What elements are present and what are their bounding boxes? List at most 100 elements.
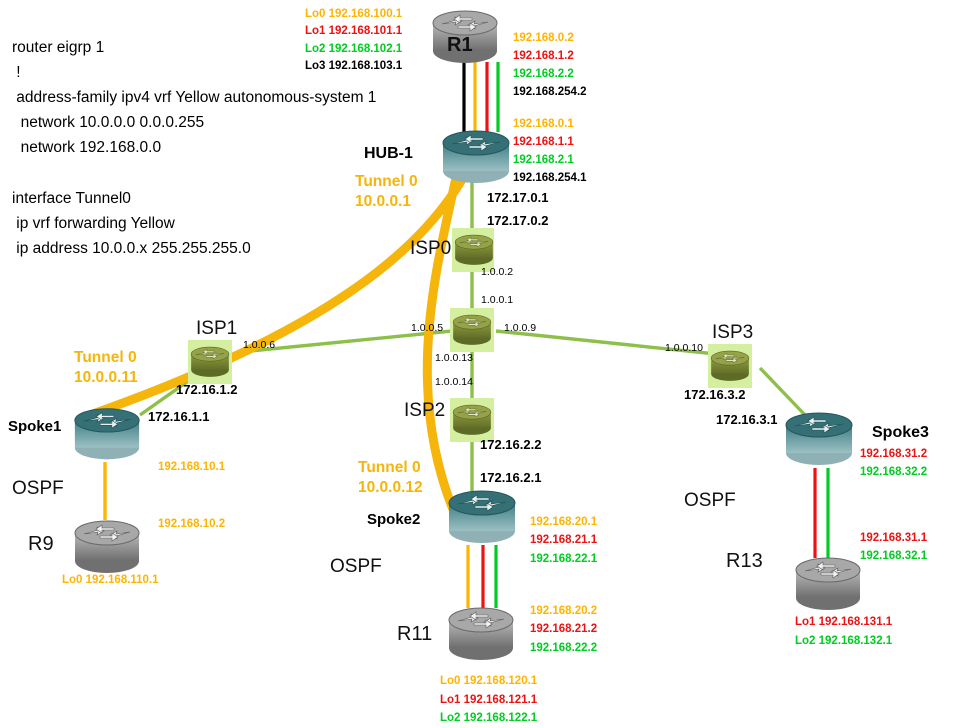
label-line: Lo2 192.168.132.1	[795, 634, 893, 647]
router-isp0[interactable]	[452, 228, 496, 277]
tunnel-address: 10.0.0.1	[355, 193, 412, 211]
label-isp0-core-top: 1.0.0.2	[481, 266, 514, 278]
label-line: Lo2 192.168.122.1	[440, 712, 538, 725]
label-spoke3-interfaces: 192.168.31.2 192.168.32.2	[860, 445, 927, 482]
label-r1-loopbacks: Lo0 192.168.100.1 Lo1 192.168.101.1 Lo2 …	[305, 6, 402, 76]
label-r13-loopbacks: Lo1 192.168.131.1 Lo2 192.168.132.1	[795, 613, 892, 650]
ospf-label-spoke1: OSPF	[12, 478, 64, 499]
label-isp0-core-bot: 1.0.0.1	[481, 294, 514, 306]
tunnel-title: Tunnel 0	[355, 173, 418, 190]
label-isp2-north: 1.0.0.14	[435, 376, 473, 388]
tunnel-label-hub: Tunnel 0 10.0.0.1	[355, 172, 418, 212]
tunnel-label-spoke2: Tunnel 0 10.0.0.12	[358, 458, 423, 498]
label-isp3-spoke3-bot: 172.16.3.1	[716, 412, 778, 427]
label-isp3-west: 1.0.0.10	[665, 342, 703, 354]
tunnel-label-spoke1: Tunnel 0 10.0.0.11	[74, 348, 138, 388]
label-isp1-spoke1-top: 172.16.1.2	[176, 382, 238, 397]
router-isp2[interactable]	[450, 398, 494, 447]
label-line: 192.168.0.1	[513, 118, 574, 130]
label-line: 192.168.32.2	[860, 466, 928, 479]
label-line: 192.168.22.1	[530, 552, 598, 565]
link-spoke3-r13	[813, 468, 830, 558]
label-line: 192.168.254.2	[513, 86, 587, 99]
label-r13-interfaces: 192.168.31.1 192.168.32.1	[860, 529, 927, 566]
label-line: 192.168.0.2	[513, 32, 574, 44]
label-line: 192.168.254.1	[513, 172, 587, 185]
label-r11-interfaces: 192.168.20.2 192.168.21.2 192.168.22.2	[530, 602, 597, 657]
router-label-spoke3: Spoke3	[872, 424, 929, 441]
label-line: Lo2 192.168.102.1	[305, 42, 403, 55]
label-line: 192.168.20.2	[530, 605, 598, 617]
label-line: 192.168.31.2	[860, 448, 928, 460]
label-isp2-spoke2-top: 172.16.2.2	[480, 437, 542, 452]
label-line: 192.168.2.1	[513, 154, 574, 167]
tunnel-title: Tunnel 0	[74, 349, 137, 366]
link-spoke2-r11	[466, 545, 498, 608]
label-core-east: 1.0.0.9	[504, 322, 537, 334]
router-label-isp3: ISP3	[712, 322, 754, 343]
label-core-west: 1.0.0.5	[411, 322, 444, 334]
tunnel-address: 10.0.0.11	[74, 369, 138, 387]
label-hub1-interfaces: 192.168.0.1 192.168.1.1 192.168.2.1 192.…	[513, 115, 587, 188]
ospf-label-spoke3: OSPF	[684, 490, 736, 511]
label-line: Lo0 192.168.120.1	[440, 675, 538, 687]
label-core-south: 1.0.0.13	[435, 352, 473, 364]
router-label-r9: R9	[28, 533, 54, 555]
tunnel-hub-spoke2	[422, 173, 467, 535]
label-isp2-spoke2-bot: 172.16.2.1	[480, 470, 542, 485]
router-r13[interactable]	[790, 555, 866, 618]
label-r9-lan: 192.168.10.2	[158, 518, 226, 530]
label-hub-isp0-bot: 172.17.0.2	[487, 213, 549, 228]
label-line: 192.168.21.2	[530, 623, 598, 636]
tunnel-address: 10.0.0.12	[358, 479, 423, 497]
label-line: 192.168.31.1	[860, 532, 928, 544]
router-label-isp0: ISP0	[410, 238, 452, 259]
label-line: 192.168.22.2	[530, 641, 598, 654]
label-line: 192.168.20.1	[530, 516, 598, 528]
link-isp3-spoke3	[758, 366, 807, 417]
label-isp1-spoke1-bot: 172.16.1.1	[148, 409, 210, 424]
router-r1[interactable]	[428, 8, 502, 71]
label-spoke2-interfaces: 192.168.20.1 192.168.21.1 192.168.22.1	[530, 513, 597, 568]
router-label-r1: R1	[447, 34, 473, 56]
label-line: Lo1 192.168.131.1	[795, 616, 893, 628]
label-line: Lo1 192.168.101.1	[305, 25, 403, 38]
router-r11[interactable]	[443, 605, 519, 668]
router-isp1[interactable]	[188, 340, 232, 389]
label-line: 192.168.1.2	[513, 50, 574, 63]
label-r11-loopbacks: Lo0 192.168.120.1 Lo1 192.168.121.1 Lo2 …	[440, 672, 537, 728]
label-line: Lo3 192.168.103.1	[305, 60, 403, 73]
label-isp3-spoke3-top: 172.16.3.2	[684, 387, 746, 402]
router-label-hub1: HUB-1	[364, 145, 413, 162]
tunnel-hub-spoke1	[85, 173, 468, 420]
link-r1-hub1	[462, 62, 500, 132]
router-r9[interactable]	[70, 518, 144, 581]
label-hub-isp0-top: 172.17.0.1	[487, 190, 549, 205]
label-line: Lo1 192.168.121.1	[440, 693, 538, 706]
label-line: 192.168.1.1	[513, 136, 574, 149]
router-label-spoke1: Spoke1	[8, 418, 62, 435]
label-line: 192.168.21.1	[530, 534, 598, 547]
label-line: Lo0 192.168.100.1	[305, 8, 403, 20]
link-core-isp1	[239, 329, 453, 354]
label-isp1-east: 1.0.0.6	[243, 339, 276, 351]
router-label-isp1: ISP1	[196, 318, 238, 339]
router-spoke3[interactable]	[780, 410, 858, 473]
label-line: 192.168.32.1	[860, 550, 928, 563]
link-core-isp3	[495, 329, 736, 358]
router-isp3[interactable]	[708, 344, 752, 393]
router-spoke1[interactable]	[70, 405, 144, 468]
label-r1-interfaces: 192.168.0.2 192.168.1.2 192.168.2.2 192.…	[513, 29, 587, 102]
router-isp-core[interactable]	[450, 308, 494, 357]
eigrp-config-text: router eigrp 1 ! address-family ipv4 vrf…	[12, 39, 377, 257]
tunnel-title: Tunnel 0	[358, 459, 421, 476]
ospf-label-spoke2: OSPF	[330, 556, 382, 577]
router-label-r11: R11	[397, 623, 433, 645]
router-label-spoke2: Spoke2	[367, 511, 421, 528]
label-spoke1-lan: 192.168.10.1	[158, 461, 226, 473]
label-r9-loopback: Lo0 192.168.110.1	[62, 574, 159, 586]
router-hub1[interactable]	[438, 128, 514, 191]
router-label-r13: R13	[726, 550, 763, 572]
router-spoke2[interactable]	[443, 488, 521, 551]
